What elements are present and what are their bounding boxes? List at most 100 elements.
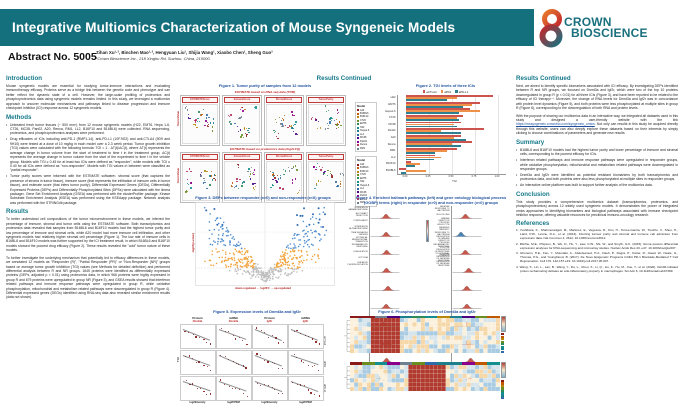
scatter-dot xyxy=(206,114,208,116)
annotation-segment xyxy=(387,362,400,365)
fig5-dot xyxy=(192,333,194,335)
scatter-dot xyxy=(237,187,240,190)
scatter-dot xyxy=(242,181,245,183)
fig2-model-label: Renca xyxy=(387,142,396,146)
scatter-dot xyxy=(335,123,337,125)
scatter-dot xyxy=(291,127,293,129)
fig2-xtick: 0.75 xyxy=(471,174,477,178)
fig4-pathway-label: HYPOXIA xyxy=(358,256,368,259)
fig6-model-swatch xyxy=(501,340,504,343)
scatter-dot xyxy=(243,127,245,129)
tgi-bar xyxy=(406,121,462,124)
scatter-dot xyxy=(227,114,229,116)
reference-item: 1. Yoshihara, K., Shahmoradgoli, M., Mar… xyxy=(516,228,678,241)
fig5-trend-line xyxy=(254,380,283,392)
left-column: Introduction Mouse syngeneic models are … xyxy=(6,72,170,413)
scatter-dot xyxy=(209,122,212,124)
scatter-dot xyxy=(333,119,335,122)
fig5-dot xyxy=(210,393,212,395)
scatter-dot xyxy=(253,172,255,174)
model-legend-label: Hepa1-6 xyxy=(360,129,370,133)
authors: Zihan Xu¹·², Binchen Mao¹·², Hengyuan Li… xyxy=(96,50,273,55)
scatter-dot xyxy=(281,117,284,120)
tgi-bar xyxy=(406,163,420,165)
model-legend-entry: RM1 xyxy=(357,201,375,204)
scatter-dot xyxy=(291,167,293,170)
scatter-dot xyxy=(273,131,276,133)
fig5-gene-label: Igf2r xyxy=(266,319,273,323)
model-color-swatch xyxy=(357,144,359,147)
scatter-dot xyxy=(291,179,294,181)
scatter-dot xyxy=(213,174,216,176)
scatter-dot xyxy=(251,173,253,175)
scatter-dot xyxy=(246,133,248,136)
scatter-dot xyxy=(319,126,321,129)
fig2-xtick: 0.25 xyxy=(425,174,431,178)
website-link[interactable]: https://mssyngeneic.crownbio.com/syngene… xyxy=(516,122,595,127)
fig2-gridline xyxy=(429,94,430,174)
model-color-swatch xyxy=(357,170,359,173)
fig6-heatmap xyxy=(342,362,512,400)
fig5-dot xyxy=(263,360,266,362)
scatter-dot xyxy=(253,169,256,171)
fig4-pathway-label: INFLAMMATORY RESPONSE xyxy=(351,243,368,248)
scatter-dot xyxy=(186,183,189,185)
scatter-dot xyxy=(270,186,272,188)
scatter-dot xyxy=(187,117,189,119)
crown-swirl-icon xyxy=(539,9,563,48)
tgi-bar xyxy=(406,149,448,152)
scatter-dot xyxy=(191,182,193,184)
fig2-model-label: Hepa1-6 xyxy=(385,109,396,113)
poster-title: Integrative Multiomics Characterization … xyxy=(12,20,456,35)
fig6-heatmap-main xyxy=(349,315,500,359)
annotation-segment xyxy=(412,362,425,365)
fig6-heatmap-main xyxy=(349,362,500,399)
model-color-swatch xyxy=(357,140,359,143)
scatter-dot xyxy=(245,135,248,137)
right-para2-post: . Not only can results in this study be … xyxy=(516,122,678,136)
scatter-dot xyxy=(316,166,318,168)
fig5-dot xyxy=(234,388,236,390)
scatter-dot xyxy=(198,120,200,123)
fig1-panel-scatter xyxy=(224,160,260,201)
figure4: Figure 4. Enriched hallmark pathways (le… xyxy=(348,195,512,389)
scatter-dot xyxy=(327,170,329,172)
scatter-dot xyxy=(187,178,189,181)
tgi-bar xyxy=(406,108,471,111)
fig1-panel-tumorpurity: TumorPurity xyxy=(306,94,346,146)
scatter-dot xyxy=(296,134,298,136)
scatter-dot xyxy=(284,170,287,172)
tgi-bar xyxy=(406,143,452,146)
tgi-bar xyxy=(406,95,494,97)
scatter-dot xyxy=(228,121,231,123)
reference-item: 3. Ghoneim, H.E., Fan, Y., Moustaki, A.,… xyxy=(516,251,678,264)
annotation-segment xyxy=(374,362,388,365)
fig5-dot xyxy=(310,392,312,394)
annotation-segment xyxy=(387,315,400,319)
summary-bullets: B16BL6 and B16F10 models had the highest… xyxy=(516,148,678,189)
model-legend-label: MC38 xyxy=(360,190,367,194)
fig1-panel-header: ESTIMATEScore xyxy=(182,96,218,103)
model-color-swatch xyxy=(357,201,359,204)
model-color-swatch xyxy=(357,177,359,180)
fig6-model-swatch xyxy=(501,350,504,353)
fig2-legend-swatch xyxy=(422,90,426,93)
scatter-dot xyxy=(293,166,295,168)
scatter-dot xyxy=(230,124,232,126)
figure1-subtitle-prot: ESTIMATE based on proteomics data (log2L… xyxy=(229,146,301,151)
scatter-dot xyxy=(331,176,333,178)
annotation-segment xyxy=(487,315,500,319)
fig2-legend-item: aCTLA4 xyxy=(422,90,437,94)
model-legend-label: B16F10 xyxy=(360,169,369,173)
fig5-xlabel: log2FPKM xyxy=(299,401,312,405)
scatter-dot xyxy=(280,123,282,125)
model-color-swatch xyxy=(357,123,359,126)
scatter-dot xyxy=(296,169,298,171)
scatter-dot xyxy=(236,180,238,183)
model-legend-entry: LL2 xyxy=(357,187,375,190)
fig5-dot xyxy=(296,329,298,331)
scatter-dot xyxy=(292,131,295,133)
scatter-dot xyxy=(213,177,215,180)
